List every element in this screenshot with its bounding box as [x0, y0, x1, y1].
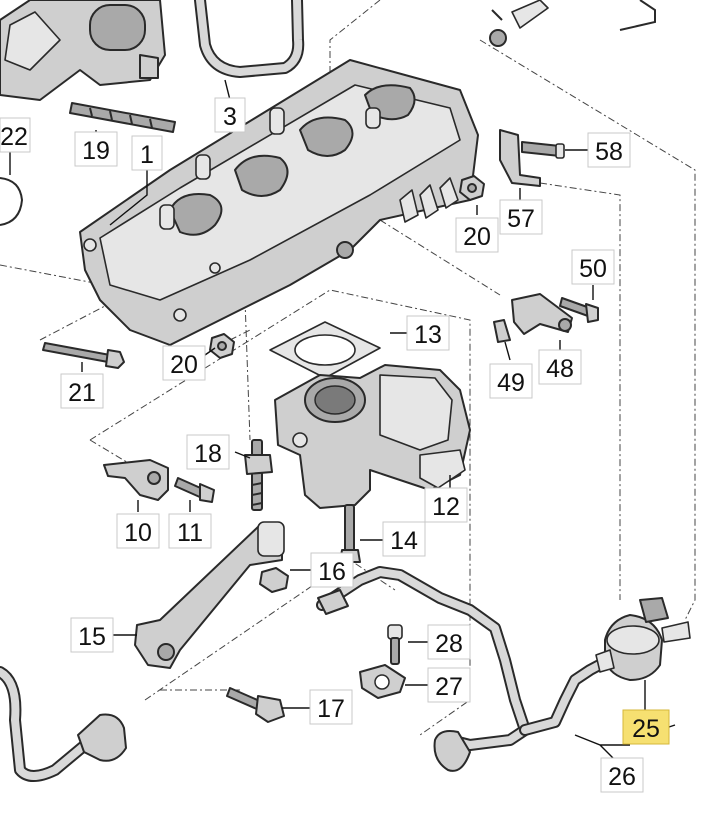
- callout-19-text: 19: [82, 137, 110, 165]
- bottom-left-hose: [0, 666, 127, 782]
- callout-19: 19: [74, 131, 118, 167]
- callout-20-lower-text: 20: [170, 351, 198, 379]
- callout-50-text: 50: [579, 255, 607, 283]
- item-28-bolt: [387, 624, 403, 665]
- item-18-stud: [244, 439, 273, 511]
- callout-11: 11: [168, 513, 212, 549]
- callout-3-text: 3: [223, 103, 237, 131]
- callout-58-text: 58: [595, 138, 623, 166]
- callout-13: 13: [406, 315, 450, 351]
- item-22-gasket: [0, 177, 24, 226]
- callout-15-text: 15: [78, 623, 106, 651]
- callout-labels: 22 19 3 1 58 57 20 50 13 20 21 49 48 18 …: [0, 97, 670, 793]
- item-16-nut: [259, 567, 289, 593]
- callout-18-text: 18: [194, 440, 222, 468]
- callout-22: 22: [0, 117, 31, 153]
- item-21-bolt: [42, 342, 125, 369]
- callout-1: 1: [131, 135, 163, 171]
- callout-3: 3: [214, 97, 246, 133]
- item-48-injector: [511, 293, 573, 335]
- callout-26-text: 26: [608, 763, 636, 791]
- item-13-gasket: [269, 321, 381, 379]
- callout-20-upper: 20: [455, 217, 499, 253]
- callout-17-text: 17: [317, 695, 345, 723]
- item-25-vacuum-valve: [595, 597, 691, 681]
- callout-14-text: 14: [390, 527, 418, 555]
- callout-18: 18: [186, 434, 230, 470]
- callout-16: 16: [310, 552, 354, 588]
- callout-13-text: 13: [414, 321, 442, 349]
- callout-15: 15: [70, 617, 114, 653]
- item-20-nut-lower: [209, 333, 235, 359]
- item-26-vacuum-line: [316, 566, 611, 772]
- callout-48-text: 48: [546, 355, 574, 383]
- item-57-bracket: [499, 129, 565, 187]
- callout-21: 21: [60, 373, 104, 409]
- callout-27: 27: [427, 667, 471, 703]
- callout-48: 48: [538, 349, 582, 385]
- item-15-bracket: [134, 521, 285, 669]
- callout-57-text: 57: [507, 205, 535, 233]
- callout-27-text: 27: [435, 673, 463, 701]
- item-20-nut-upper: [459, 175, 485, 201]
- callout-25-highlighted: 25: [622, 709, 670, 745]
- callout-28-text: 28: [435, 630, 463, 658]
- callout-17: 17: [309, 689, 353, 725]
- item-11-bolt: [174, 477, 215, 503]
- callout-26: 26: [600, 757, 644, 793]
- item-50-bolt: [559, 297, 599, 323]
- callout-57: 57: [499, 199, 543, 235]
- item-27-clamp: [359, 664, 406, 699]
- item-17-bolt: [226, 687, 285, 723]
- callout-10-text: 10: [124, 519, 152, 547]
- callout-20-upper-text: 20: [463, 223, 491, 251]
- callout-28: 28: [427, 624, 471, 660]
- callout-10: 10: [116, 513, 160, 549]
- item-12-throttle-body: [274, 364, 471, 509]
- top-right-hose-pieces: [489, 0, 656, 47]
- callout-22-text: 22: [0, 123, 28, 151]
- callout-49: 49: [489, 363, 533, 399]
- item-10-sensor: [103, 459, 169, 501]
- callout-20-lower: 20: [162, 345, 206, 381]
- callout-25-text: 25: [632, 715, 660, 743]
- callout-11-text: 11: [177, 519, 203, 547]
- callout-16-text: 16: [318, 558, 346, 586]
- callout-12-text: 12: [432, 493, 460, 521]
- callout-49-text: 49: [497, 369, 525, 397]
- callout-1-text: 1: [140, 141, 154, 169]
- callout-12: 12: [424, 487, 468, 523]
- leader-lines: [9, 79, 676, 761]
- item-3-hose: [194, 0, 305, 78]
- callout-21-text: 21: [68, 379, 96, 407]
- upper-housing-fragment: [0, 0, 166, 101]
- item-49-clip: [493, 319, 511, 343]
- item-1-intake-manifold: [79, 59, 479, 346]
- callout-50: 50: [571, 249, 615, 285]
- callout-14: 14: [382, 521, 426, 557]
- callout-58: 58: [587, 132, 631, 168]
- item-19-stud: [69, 102, 176, 133]
